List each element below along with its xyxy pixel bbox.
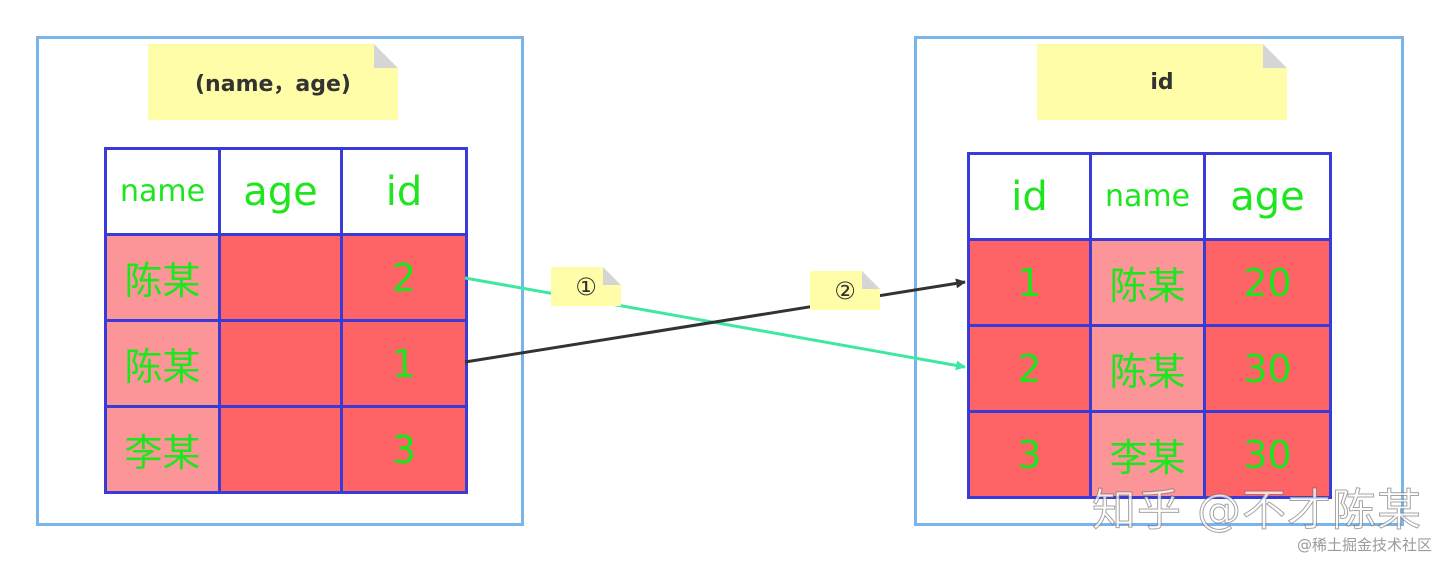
arrow-step-2 — [464, 278, 966, 364]
column-header-age: age — [218, 147, 343, 236]
cell-name: 李某 — [1089, 410, 1206, 499]
cell-age — [218, 405, 343, 494]
note-fold-corner — [862, 271, 880, 289]
cell-name: 陈某 — [1089, 324, 1206, 413]
note-fold-corner — [603, 267, 621, 285]
table-row: 陈某 2 — [104, 233, 468, 322]
cell-id: 1 — [967, 238, 1092, 327]
cell-age: 30 — [1203, 410, 1332, 499]
primary-index-label: id — [1150, 69, 1174, 95]
cell-id: 2 — [967, 324, 1092, 413]
step-2-label: ② — [834, 276, 856, 305]
table-row: 2 陈某 30 — [967, 324, 1332, 413]
cell-name: 李某 — [104, 405, 221, 494]
secondary-index-label: (name，age) — [195, 72, 351, 97]
table-row: 李某 3 — [104, 405, 468, 494]
column-header-id: id — [340, 147, 468, 236]
column-header-name: name — [104, 147, 221, 236]
cell-id: 3 — [340, 405, 468, 494]
column-header-age: age — [1203, 152, 1332, 241]
arrow-step-1 — [464, 276, 966, 371]
juejin-credit: @稀土掘金技术社区 — [1296, 536, 1432, 554]
cell-name: 陈某 — [1089, 238, 1206, 327]
secondary-index-table: name age id 陈某 2 陈某 1 李某 3 — [104, 147, 468, 494]
column-header-id: id — [967, 152, 1092, 241]
cell-age — [218, 233, 343, 322]
step-1-note: ① — [551, 267, 621, 306]
table-row: 3 李某 30 — [967, 410, 1332, 499]
cell-id: 1 — [340, 319, 468, 408]
cell-id: 2 — [340, 233, 468, 322]
zhihu-watermark: 知乎 @不才陈某 — [1092, 485, 1422, 537]
cell-age: 30 — [1203, 324, 1332, 413]
table-header-row: name age id — [104, 147, 468, 236]
cell-name: 陈某 — [104, 233, 221, 322]
primary-index-table: id name age 1 陈某 20 2 陈某 30 3 李某 30 — [967, 152, 1332, 499]
cell-age — [218, 319, 343, 408]
cell-age: 20 — [1203, 238, 1332, 327]
cell-name: 陈某 — [104, 319, 221, 408]
cell-id: 3 — [967, 410, 1092, 499]
secondary-index-label-note: (name，age) — [148, 44, 398, 120]
step-2-note: ② — [810, 271, 880, 310]
table-row: 陈某 1 — [104, 319, 468, 408]
step-1-label: ① — [575, 272, 597, 301]
table-header-row: id name age — [967, 152, 1332, 241]
primary-index-label-note: id — [1037, 44, 1287, 120]
table-row: 1 陈某 20 — [967, 238, 1332, 327]
column-header-name: name — [1089, 152, 1206, 241]
